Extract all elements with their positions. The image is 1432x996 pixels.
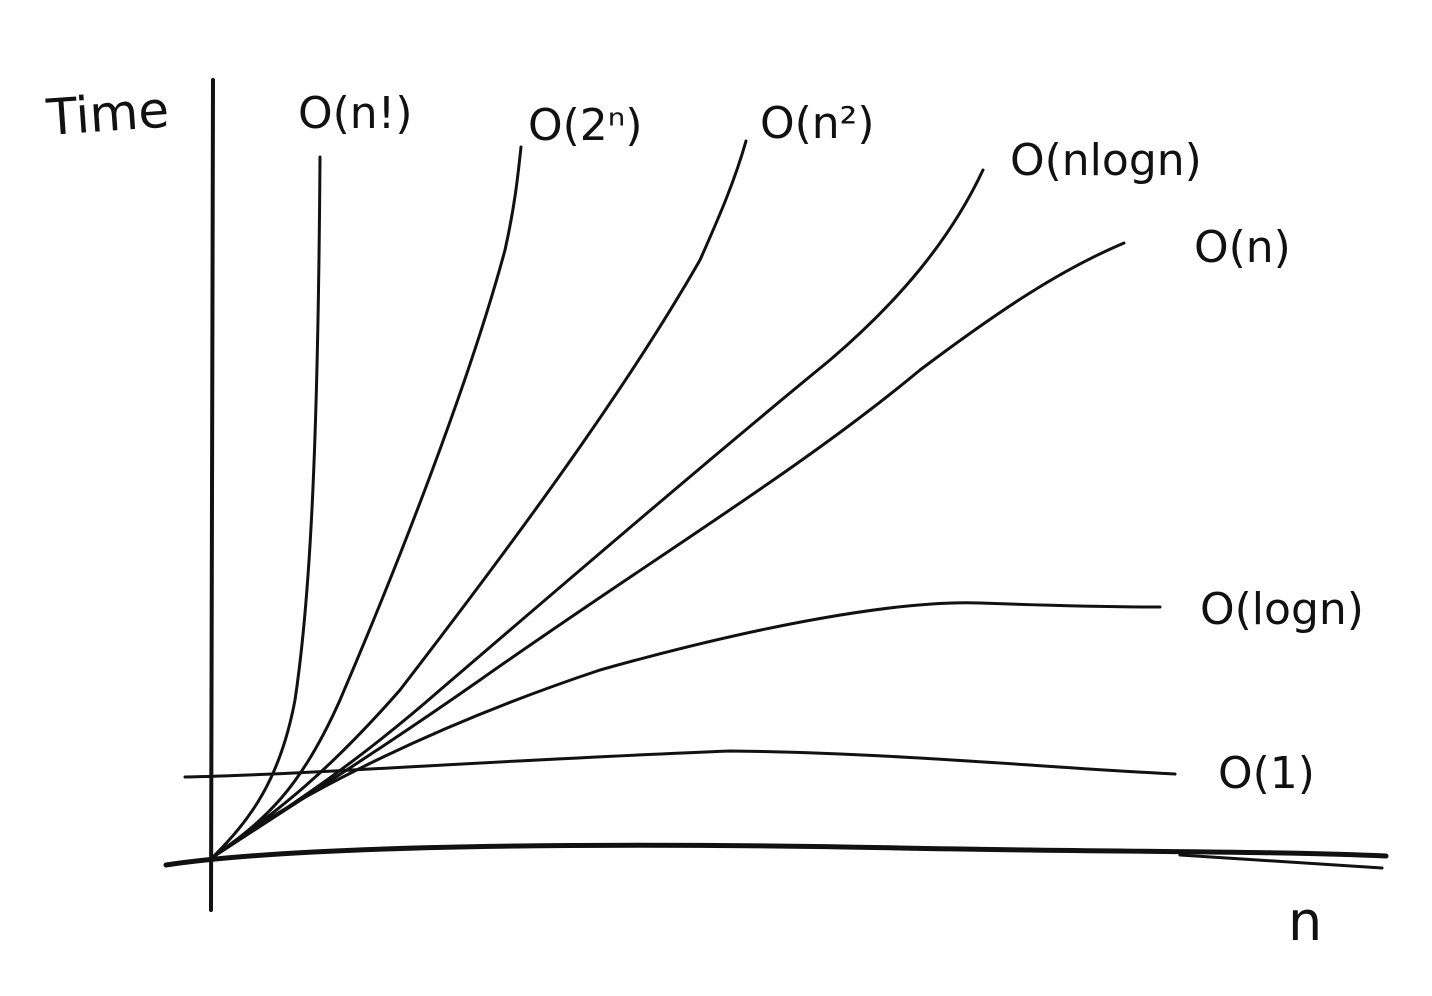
curve-factorial [211,155,322,859]
curve-constant [183,749,1177,779]
curve-label-factorial: O(n!) [298,88,413,139]
x-axis-underline [1178,853,1384,870]
curve-label-constant: O(1) [1218,748,1315,799]
curve-label-logarithmic: O(logn) [1200,584,1364,635]
curve-label-linear: O(n) [1194,222,1291,273]
curve-label-linearithmic: O(nlogn) [1010,135,1202,186]
x-axis [163,842,1389,868]
curve-linear [211,241,1126,859]
curve-quadratic [211,139,748,859]
curve-label-quadratic: O(n²) [760,98,875,149]
curve-logarithmic [211,601,1162,859]
curve-label-exponential: O(2ⁿ) [528,100,643,151]
y-axis-label: Time [44,81,171,147]
y-axis [209,78,215,912]
x-axis-label: n [1288,890,1322,953]
curve-exponential [211,145,523,859]
